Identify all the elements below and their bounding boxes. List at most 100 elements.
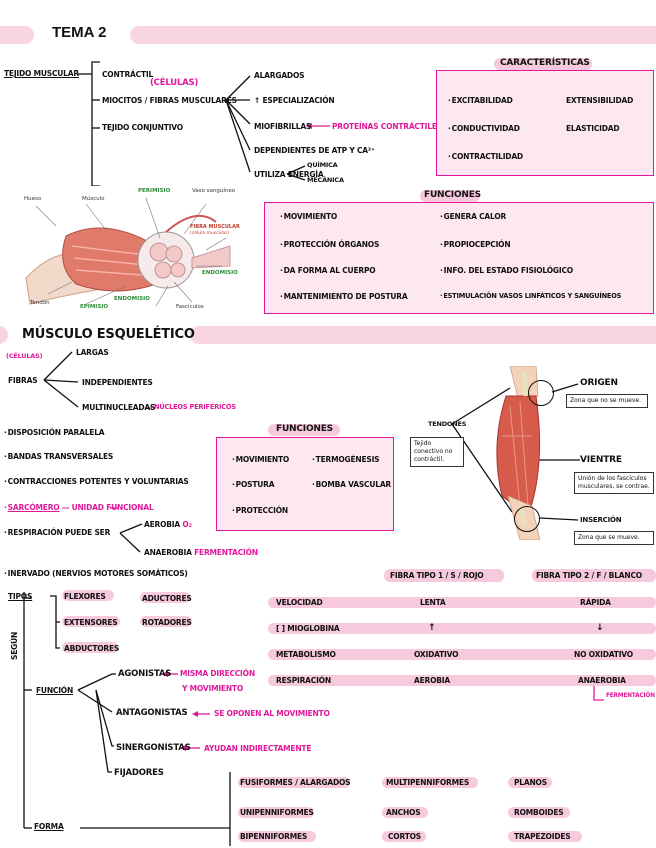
funciones1-title: FUNCIONES	[424, 190, 481, 200]
mecanica-label: MECÁNICA	[307, 176, 344, 184]
sinergonistas-note: AYUDAN INDIRECTAMENTE	[204, 744, 312, 753]
forma-hl	[238, 831, 316, 842]
bandas-label: BANDAS TRANSVERSALES	[4, 452, 114, 461]
tipos-label: TIPOS	[8, 592, 33, 601]
funciones1-item: PROTECCIÓN ÓRGANOS	[280, 240, 380, 249]
fig1-label: Músculo	[82, 196, 105, 202]
forma-item: ROMBOIDES	[514, 808, 564, 817]
independientes-label: INDEPENDIENTES	[82, 378, 153, 387]
funciones1-item: INFO. DEL ESTADO FISIOLÓGICO	[440, 266, 573, 275]
forma-hl	[382, 777, 478, 788]
caracteristicas-title: CARACTERÍSTICAS	[500, 58, 590, 68]
origen-circle	[528, 380, 554, 406]
funciones1-item: GENERA CALOR	[440, 212, 507, 221]
forma-hl	[508, 807, 570, 818]
caracteristicas-title-hl	[494, 58, 592, 70]
forma-hl	[382, 831, 426, 842]
tendones-label: TENDONES	[428, 420, 467, 428]
agonistas-note2: Y MOVIMIENTO	[182, 684, 244, 693]
extensores-hl	[62, 616, 120, 627]
fig1-label: FIBRA MUSCULAR	[190, 224, 240, 230]
forma-item: TRAPEZOIDES	[514, 832, 571, 841]
aerobia-label: AEROBIA O₂	[144, 520, 192, 529]
caract-item: CONDUCTIVIDAD	[448, 124, 520, 133]
fibra1-header-hl	[384, 569, 504, 582]
contracciones-label: CONTRACCIONES POTENTES Y VOLUNTARIAS	[4, 477, 189, 486]
forma-item: PLANOS	[514, 778, 547, 787]
funcion-label: FUNCIÓN	[36, 686, 74, 695]
contractil-label: CONTRÁCTIL	[102, 70, 154, 79]
forma-label: FORMA	[34, 822, 64, 831]
origen-note: Zona que no se mueve.	[566, 394, 648, 408]
section-band-right	[190, 326, 656, 344]
rotadores-hl	[140, 616, 192, 627]
insercion-circle	[514, 506, 540, 532]
fig1-label: ENDOMISIO	[202, 270, 238, 276]
fig1-label: Tendón	[30, 300, 50, 306]
funciones2-title-hl	[268, 424, 340, 436]
table-fermentacion-note: FERMENTACIÓN	[606, 693, 655, 699]
forma-hl	[238, 777, 350, 788]
title-band	[0, 26, 34, 44]
fibra2-header-hl	[532, 569, 656, 582]
flexores-hl	[62, 590, 114, 601]
vientre-note: Unión de los fascículos musculares, se c…	[574, 472, 654, 494]
fig1-label: Fascículos	[176, 304, 204, 310]
anaerobia-label: ANAEROBIA FERMENTACIÓN	[144, 548, 258, 557]
table-cell-a: LENTA	[420, 598, 446, 607]
forma-item: CORTOS	[388, 832, 422, 841]
extensores-label: EXTENSORES	[64, 618, 118, 627]
sarcomero-text: SARCÓMERO	[7, 503, 60, 512]
fijadores-label: FIJADORES	[114, 768, 164, 778]
anaerobia-text: ANAEROBIA	[144, 548, 192, 557]
fig1-label: Hueso	[24, 196, 42, 202]
aductores-label: ADUCTORES	[142, 594, 192, 603]
table-row-hl	[268, 649, 656, 660]
proteinas-note: PROTEÍNAS CONTRÁCTILES	[332, 122, 442, 131]
o2-text: O₂	[182, 520, 192, 529]
agonistas-label: AGONISTAS	[118, 669, 172, 679]
forma-item: UNIPENNIFORMES	[240, 808, 314, 817]
segun-label: SEGÚN	[10, 631, 19, 660]
funciones2-item: MOVIMIENTO	[232, 455, 290, 464]
respiracion-label: RESPIRACIÓN PUEDE SER	[4, 528, 111, 537]
celulas-note-2: (CÉLULAS)	[6, 352, 43, 360]
table-row-hl	[268, 623, 656, 634]
multinucleadas-label: MULTINUCLEADAS	[82, 403, 156, 412]
caract-item: EXTENSIBILIDAD	[566, 96, 634, 105]
origen-label: ORIGEN	[580, 378, 618, 388]
table-row-label: [ ] MIOGLOBINA	[276, 624, 340, 633]
sinergonistas-label: SINERGONISTAS	[116, 743, 191, 753]
fibra2-header: FIBRA TIPO 2 / F / BLANCO	[536, 571, 642, 580]
fibras-label: FIBRAS	[8, 376, 38, 385]
esqueletico-title: MÚSCULO ESQUELÉTICO	[22, 327, 195, 342]
insercion-label: INSERCIÓN	[580, 516, 622, 524]
insercion-note: Zona que se mueve.	[574, 531, 654, 545]
rotadores-label: ROTADORES	[142, 618, 192, 627]
table-row-label: VELOCIDAD	[276, 598, 323, 607]
dependientes-label: DEPENDIENTES DE ATP Y Ca²⁺	[254, 146, 375, 155]
forma-item: ANCHOS	[386, 808, 421, 817]
inervado-label: INERVADO (NERVIOS MOTORES SOMÁTICOS)	[4, 569, 188, 578]
funciones2-item: PROTECCIÓN	[232, 506, 289, 515]
funciones2-item: POSTURA	[232, 480, 275, 489]
funciones1-title-hl	[420, 190, 480, 202]
funciones1-item: MANTENIMIENTO DE POSTURA	[280, 292, 408, 301]
fig1-label: ENDOMISIO	[114, 296, 150, 302]
table-cell-b: ↓	[596, 623, 604, 633]
miocitos-label: MIOCITOS / FIBRAS MUSCULARES	[102, 96, 237, 105]
tendones-note: Tejido conectivo no contráctil.	[410, 437, 464, 467]
table-row-hl	[268, 597, 656, 608]
funciones1-item: DA FORMA AL CUERPO	[280, 266, 376, 275]
flexores-label: FLEXORES	[64, 592, 106, 601]
aerobia-text: AEROBIA	[144, 520, 180, 529]
paralela-label: DISPOSICIÓN PARALELA	[4, 428, 105, 437]
celulas-note: (CÉLULAS)	[150, 78, 199, 88]
miofibrillas-label: MIOFIBRILLAS	[254, 122, 312, 131]
unidad-text: UNIDAD FUNCIONAL	[71, 503, 154, 512]
table-row-hl	[268, 675, 656, 686]
table-cell-b: RÁPIDA	[580, 598, 611, 607]
abductores-label: ABDUCTORES	[64, 644, 120, 653]
fig1-label: (célula muscular)	[190, 231, 230, 236]
funciones2-item: TERMOGÉNESIS	[312, 455, 380, 464]
